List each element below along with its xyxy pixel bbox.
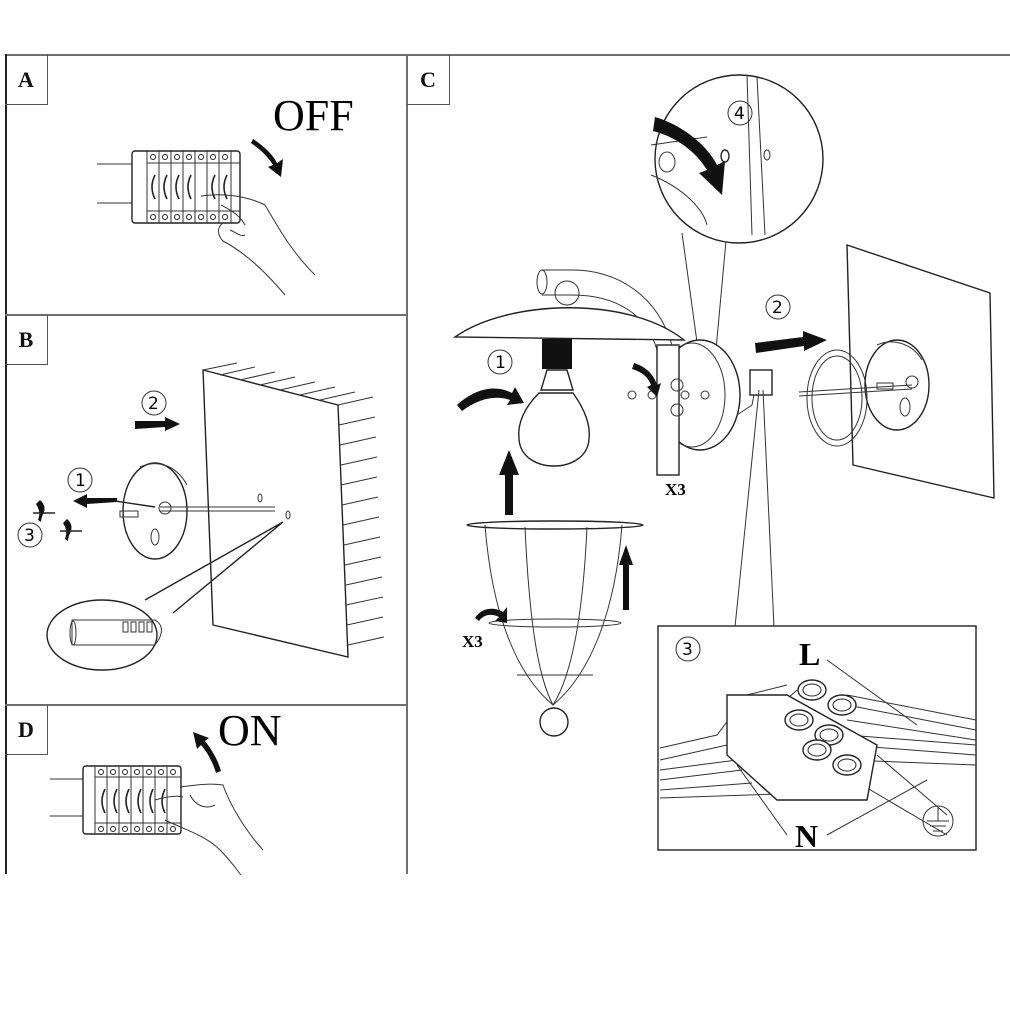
panel-d-label: D (5, 705, 48, 755)
panel-d: D ON (5, 705, 407, 875)
off-caption: OFF (273, 91, 354, 140)
push-arrow-icon (135, 417, 180, 431)
panel-d-illustration: ON (50, 706, 282, 875)
off-arrow-icon (251, 139, 283, 177)
frame-left-border (5, 54, 7, 874)
panel-a-label: A (5, 55, 48, 105)
panel-b: B 2 (5, 315, 407, 705)
live-label: L (799, 636, 820, 672)
step-1-number: 1 (495, 353, 506, 373)
screw-quantity-cage: X3 (462, 632, 483, 651)
detail-magnifier-4: 4 (650, 74, 824, 416)
panel-c-label: C (407, 55, 450, 105)
mounting-plate-icon (119, 462, 275, 560)
wall-icon (798, 244, 995, 499)
step-2-number: 2 (772, 298, 783, 318)
screw-quantity-top: X3 (665, 480, 686, 499)
step-3-number: 3 (682, 640, 693, 660)
divider-b-d (5, 704, 407, 706)
pull-arrow-icon (73, 494, 117, 508)
step-1-number: 1 (75, 471, 86, 491)
terminal-block-icon (726, 679, 878, 801)
step-2-number: 2 (148, 394, 159, 414)
panel-a: A OFF (5, 55, 407, 315)
wiring-detail: 3 L N (657, 389, 977, 854)
ground-symbol-icon (922, 805, 954, 837)
on-arrow-icon (193, 732, 221, 773)
divider-a-b (5, 314, 407, 316)
tighten-arrow-icon (653, 117, 725, 195)
panel-b-illustration: 2 1 3 (17, 362, 385, 671)
step-1-circle (487, 349, 513, 375)
hand-icon (200, 194, 316, 296)
on-caption: ON (218, 706, 282, 755)
step-4-number: 4 (734, 104, 745, 124)
neutral-label: N (795, 818, 818, 854)
lift-arrow-icon (499, 450, 519, 515)
step-3-circle (17, 522, 43, 548)
push-arrow-icon (755, 331, 827, 353)
frame-top-border (5, 54, 1010, 56)
panel-c-illustration: 4 2 (452, 74, 995, 854)
step-2-circle (765, 294, 791, 320)
rotate-arrow-icon (457, 387, 524, 411)
breaker-panel-icon (50, 765, 182, 835)
panel-b-label: B (5, 315, 48, 365)
frame-middle-divider (406, 54, 408, 874)
panel-a-illustration: OFF (97, 91, 354, 296)
wall-plug-callout-icon (46, 521, 284, 671)
wall-icon (202, 362, 385, 658)
step-3-number: 3 (24, 526, 35, 546)
step-1-circle (67, 467, 93, 493)
lamp-body-icon (452, 269, 773, 476)
breaker-panel-icon (97, 150, 241, 224)
hand-icon (154, 783, 264, 875)
lamp-cage-icon (466, 520, 644, 737)
panel-c: C 4 2 (407, 55, 1010, 875)
step-2-circle (141, 390, 167, 416)
screw-icon (33, 500, 82, 541)
